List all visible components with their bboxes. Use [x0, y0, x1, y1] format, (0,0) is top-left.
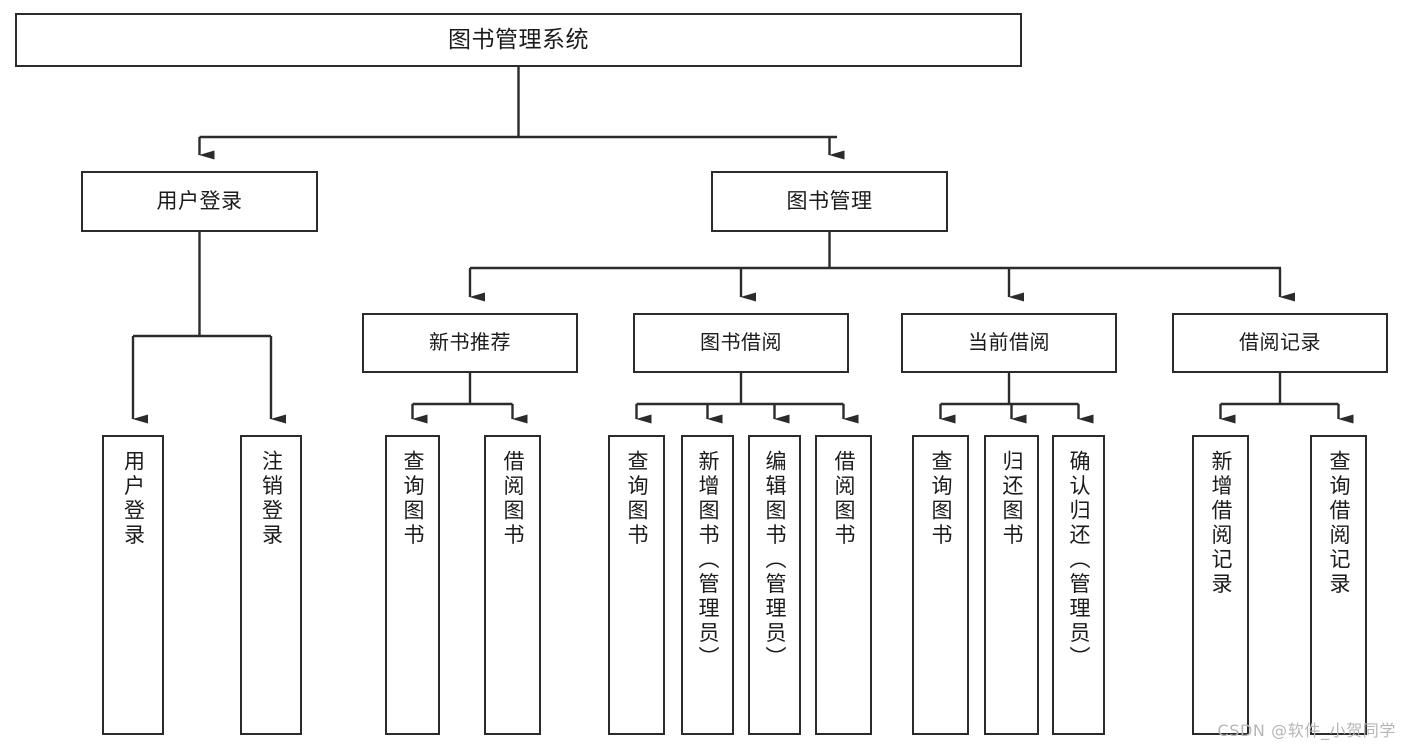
node-leaf-user-login-label: 用户登录 — [121, 450, 146, 548]
node-leaf-query-book-borrow-label: 查询图书 — [625, 450, 649, 548]
node-leaf-return-book[interactable]: 归还图书 — [984, 435, 1039, 735]
node-leaf-query-book-rec[interactable]: 查询图书 — [385, 435, 440, 735]
node-leaf-logout[interactable]: 注销登录 — [240, 435, 302, 735]
node-leaf-logout-label: 注销登录 — [259, 450, 284, 548]
node-leaf-query-book-rec-label: 查询图书 — [401, 450, 425, 548]
node-leaf-edit-book-label: 编辑图书（管理员） — [763, 450, 787, 671]
node-leaf-query-book-cur[interactable]: 查询图书 — [912, 435, 969, 735]
node-leaf-add-book-label: 新增图书（管理员） — [696, 450, 720, 671]
node-leaf-add-record-label: 新增借阅记录 — [1209, 450, 1233, 597]
node-leaf-query-record-label: 查询借阅记录 — [1327, 450, 1351, 597]
node-leaf-user-login[interactable]: 用户登录 — [102, 435, 164, 735]
node-book-manage[interactable]: 图书管理 — [711, 171, 948, 232]
node-leaf-add-book[interactable]: 新增图书（管理员） — [681, 435, 734, 735]
node-user-login[interactable]: 用户登录 — [81, 171, 318, 232]
node-leaf-query-record[interactable]: 查询借阅记录 — [1310, 435, 1367, 735]
node-leaf-query-book-borrow[interactable]: 查询图书 — [608, 435, 665, 735]
node-new-book-rec-label: 新书推荐 — [429, 330, 511, 355]
node-current-borrow-label: 当前借阅 — [968, 330, 1050, 355]
node-leaf-confirm-return-label: 确认归还（管理员） — [1067, 450, 1091, 671]
node-leaf-borrow-book-rec[interactable]: 借阅图书 — [484, 435, 541, 735]
node-leaf-borrow-book-label: 借阅图书 — [832, 450, 856, 548]
node-book-borrow-label: 图书借阅 — [700, 330, 782, 355]
node-root-label: 图书管理系统 — [448, 26, 589, 53]
node-leaf-borrow-book-rec-label: 借阅图书 — [501, 450, 525, 548]
node-leaf-query-book-cur-label: 查询图书 — [929, 450, 953, 548]
node-leaf-add-record[interactable]: 新增借阅记录 — [1192, 435, 1249, 735]
node-user-login-label: 用户登录 — [156, 189, 243, 214]
node-book-borrow[interactable]: 图书借阅 — [633, 313, 849, 373]
node-borrow-record-label: 借阅记录 — [1239, 330, 1321, 355]
node-leaf-return-book-label: 归还图书 — [1000, 450, 1024, 548]
csdn-watermark: CSDN @软件_小贺同学 — [1217, 721, 1396, 740]
node-leaf-confirm-return[interactable]: 确认归还（管理员） — [1052, 435, 1105, 735]
node-book-manage-label: 图书管理 — [786, 189, 873, 214]
node-current-borrow[interactable]: 当前借阅 — [901, 313, 1117, 373]
node-leaf-edit-book[interactable]: 编辑图书（管理员） — [748, 435, 801, 735]
node-new-book-rec[interactable]: 新书推荐 — [362, 313, 578, 373]
node-root[interactable]: 图书管理系统 — [15, 13, 1022, 67]
node-borrow-record[interactable]: 借阅记录 — [1172, 313, 1388, 373]
node-leaf-borrow-book[interactable]: 借阅图书 — [815, 435, 872, 735]
